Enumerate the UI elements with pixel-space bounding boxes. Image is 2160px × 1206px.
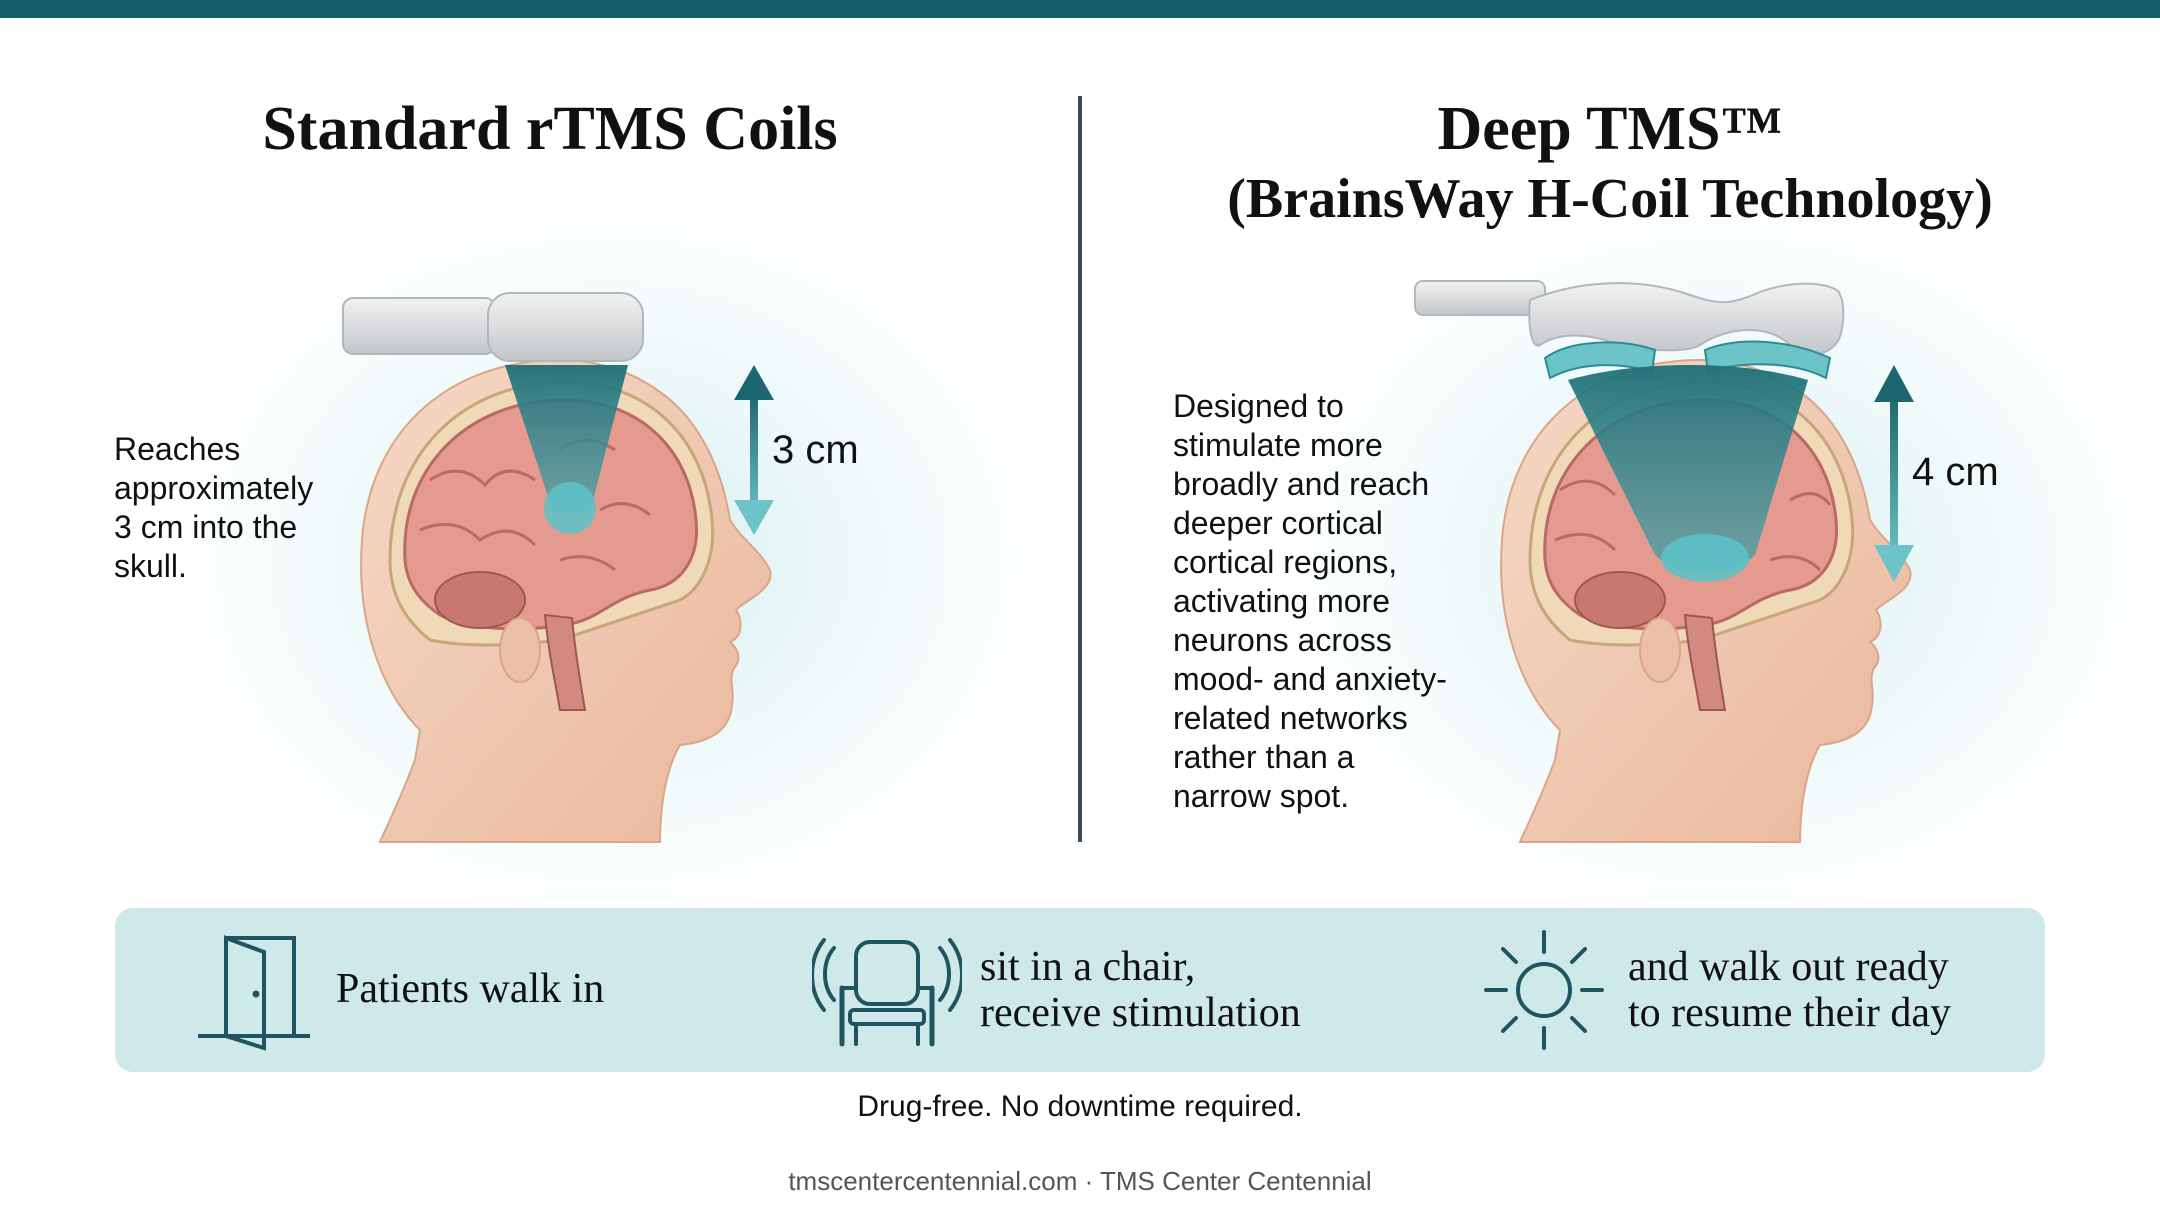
patient-journey-banner bbox=[115, 908, 2045, 1072]
right-h-coil bbox=[1414, 280, 1845, 380]
left-panel-title: Standard rTMS Coils bbox=[262, 95, 838, 163]
left-depth-arrow-up-head bbox=[734, 365, 774, 400]
left-stimulation-spot bbox=[544, 482, 596, 534]
left-depth-arrow bbox=[734, 365, 774, 535]
right-coil-handle bbox=[1414, 280, 1546, 316]
right-panel-description: Designed to stimulate more broadly and r… bbox=[1173, 388, 1447, 814]
left-depth-arrow-down-head bbox=[734, 500, 774, 535]
right-depth-arrow-up-head bbox=[1874, 365, 1914, 402]
footer-credit: tmscentercentennial.com · TMS Center Cen… bbox=[788, 1166, 1372, 1196]
right-coil-arch bbox=[1528, 282, 1845, 356]
step-walk-in-text: Patients walk in bbox=[336, 966, 605, 1012]
door-icon bbox=[198, 935, 310, 1051]
right-depth-arrow bbox=[1874, 365, 1914, 582]
left-ear bbox=[499, 617, 541, 683]
right-cerebellum bbox=[1574, 571, 1666, 629]
right-depth-arrow-shaft bbox=[1890, 395, 1898, 565]
right-brainstem bbox=[1683, 613, 1727, 711]
panel-divider bbox=[1078, 96, 1082, 842]
step-receive-stimulation-text: sit in a chair, receive stimulation bbox=[980, 944, 1301, 1036]
left-coil-handle bbox=[342, 297, 496, 355]
tagline: Drug-free. No downtime required. bbox=[857, 1090, 1303, 1123]
right-depth-arrow-down-head bbox=[1874, 545, 1914, 582]
left-depth-arrow-shaft bbox=[750, 392, 758, 522]
right-stimulation-spot bbox=[1661, 534, 1749, 582]
right-panel-subtitle: (BrainsWay H-Coil Technology) bbox=[1227, 168, 1993, 231]
left-brainstem bbox=[543, 613, 587, 711]
left-coil-head bbox=[487, 292, 644, 362]
left-head-illustration bbox=[360, 358, 772, 843]
right-depth-label: 4 cm bbox=[1912, 450, 1999, 494]
right-stimulation-beam bbox=[1568, 365, 1808, 574]
right-panel-title-main: Deep TMS™ bbox=[1437, 95, 1783, 163]
right-panel-title: Deep TMS™ (BrainsWay H-Coil Technology) bbox=[1180, 95, 2040, 231]
right-coil-pad-right bbox=[1703, 340, 1832, 380]
right-ear bbox=[1639, 617, 1681, 683]
left-cerebellum bbox=[434, 571, 526, 629]
top-accent-bar bbox=[0, 0, 2160, 18]
chair-icon bbox=[812, 938, 962, 1047]
left-panel-description: Reaches approximately 3 cm into the skul… bbox=[114, 431, 314, 584]
left-depth-label: 3 cm bbox=[772, 428, 859, 472]
left-coil bbox=[342, 292, 644, 362]
sun-icon bbox=[1484, 930, 1604, 1050]
left-stimulation-beam bbox=[505, 365, 628, 512]
step-walk-out-text: and walk out ready to resume their day bbox=[1628, 944, 1952, 1036]
